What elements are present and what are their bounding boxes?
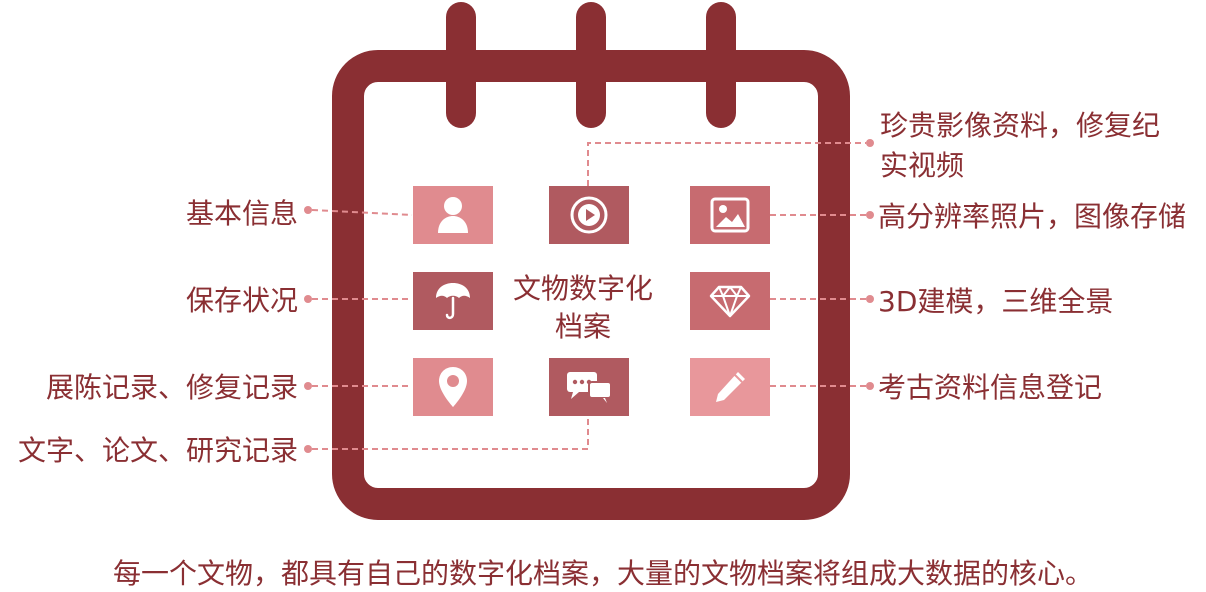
label-preservation: 保存状况 — [185, 284, 298, 317]
tile-exhibit-records — [413, 358, 493, 416]
label-modeling: 3D建模，三维全景 — [878, 285, 1114, 318]
label-photos: 高分辨率照片，图像存储 — [878, 200, 1187, 233]
label-precious-media-line2: 实视频 — [880, 149, 965, 182]
image-icon — [710, 197, 750, 233]
label-precious-media-line1: 珍贵影像资料，修复纪 — [880, 109, 1161, 142]
label-text-records: 文字、论文、研究记录 — [17, 434, 298, 467]
tile-precious-media — [549, 186, 629, 244]
connector-text-records — [312, 416, 589, 450]
play-icon — [570, 196, 608, 234]
tile-basic-info — [413, 186, 493, 244]
connector-basic-info — [311, 209, 413, 216]
location-pin-icon — [439, 367, 467, 407]
tile-archaeology — [690, 358, 770, 416]
connector-dot — [866, 139, 874, 147]
label-exhibit-records: 展陈记录、修复记录 — [45, 371, 298, 404]
chat-icon — [567, 372, 612, 403]
calendar-ring-left — [446, 2, 476, 128]
connector-dot — [866, 211, 874, 219]
tile-preservation — [413, 272, 493, 330]
center-title-line1: 文物数字化 — [512, 272, 653, 305]
diamond-icon — [709, 285, 751, 318]
connector-precious-media — [587, 142, 866, 186]
connector-dot — [304, 295, 312, 303]
label-archaeology: 考古资料信息登记 — [878, 371, 1103, 404]
tile-photos — [690, 186, 770, 244]
label-basic-info: 基本信息 — [185, 197, 298, 230]
pencil-icon — [716, 372, 745, 402]
tile-text-records — [549, 358, 629, 416]
connector-dot — [304, 206, 312, 214]
user-icon — [438, 197, 468, 233]
connector-dot — [866, 382, 874, 390]
tile-modeling — [690, 272, 770, 330]
calendar-ring-right — [706, 2, 736, 128]
center-title: 文物数字化 档案 — [498, 270, 668, 346]
connector-dot — [304, 445, 312, 453]
calendar-ring-middle — [576, 2, 606, 128]
center-title-line2: 档案 — [554, 310, 611, 343]
caption: 每一个文物，都具有自己的数字化档案，大量的文物档案将组成大数据的核心。 — [112, 557, 1093, 590]
umbrella-icon — [436, 283, 470, 320]
connector-dot — [866, 295, 874, 303]
connector-dot — [304, 382, 312, 390]
